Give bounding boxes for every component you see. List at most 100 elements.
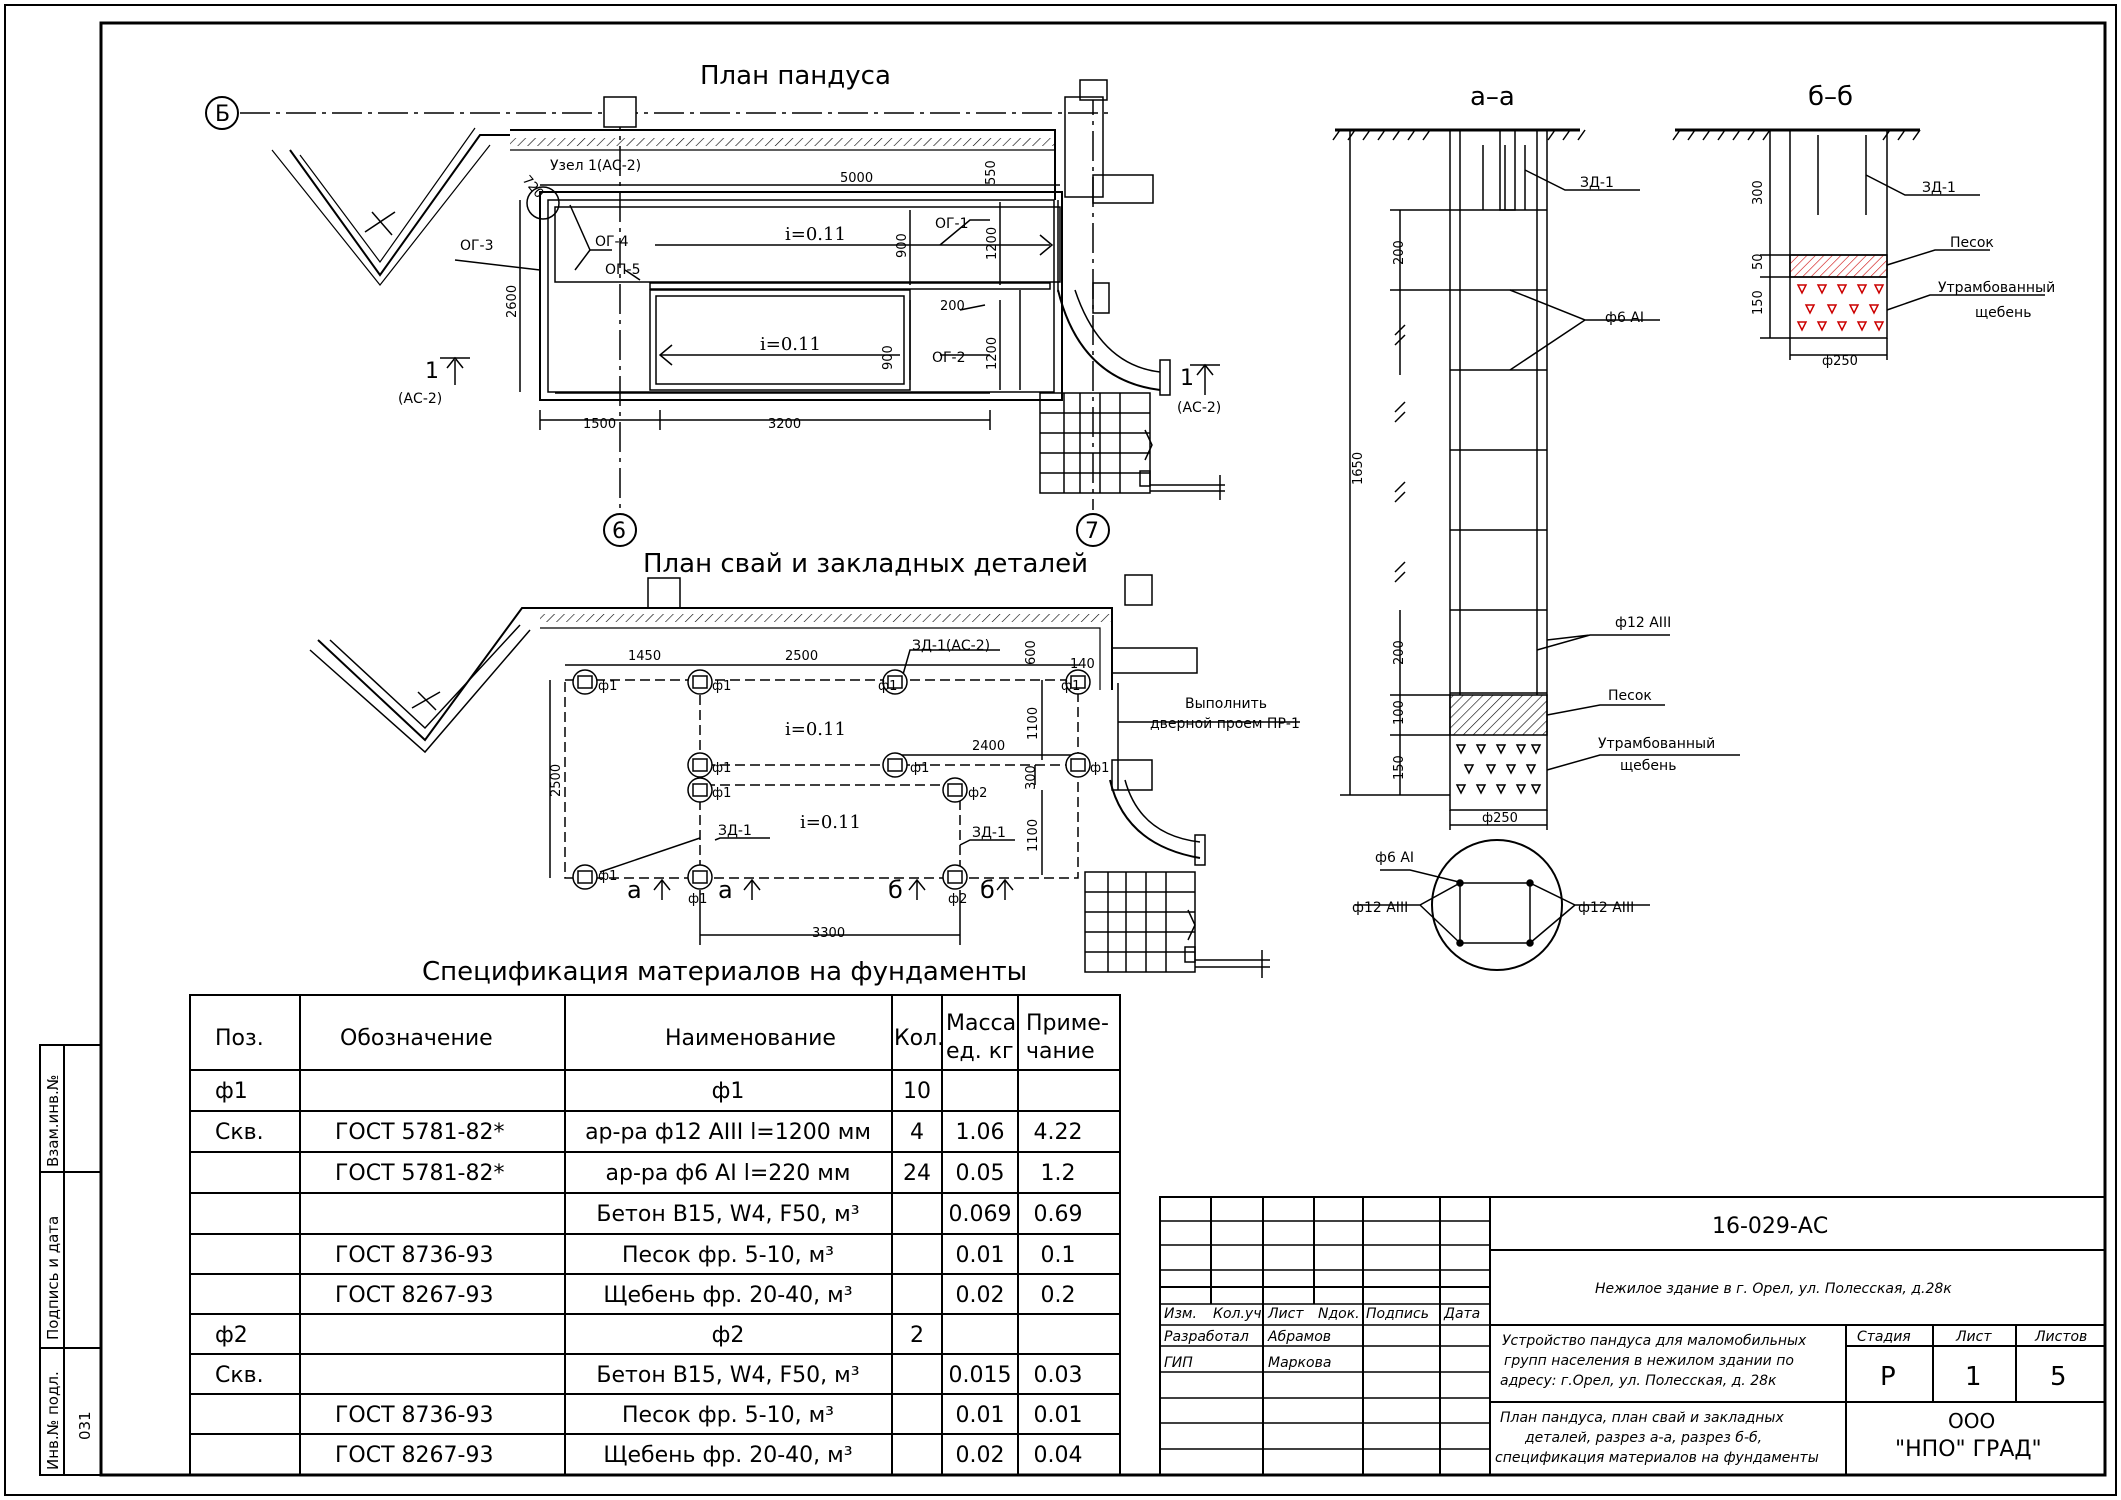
pdim-300: 300 — [1024, 765, 1039, 790]
spec-cell-mass: 0.069 — [949, 1202, 1012, 1227]
cs-phi6: ф6 AI — [1375, 850, 1414, 866]
spec-title: Спецификация материалов на фундаменты — [422, 957, 1027, 987]
spec-cell-mass: 0.015 — [949, 1363, 1012, 1388]
section-bb-title: б–б — [1808, 82, 1853, 112]
spec-cell-pos: ф1 — [215, 1079, 248, 1104]
tb-developed-name: Абрамов — [1267, 1329, 1331, 1345]
spec-cell-qty: 24 — [903, 1161, 931, 1186]
door-note-2: дверной проем ПР-1 — [1150, 716, 1300, 732]
spec-cell-name: ар-ра ф12 AIII l=1200 мм — [585, 1120, 871, 1145]
cut-right: 1 — [1180, 366, 1194, 391]
tb-col-data: Дата — [1443, 1306, 1480, 1322]
spec-cell-mass: 0.02 — [956, 1443, 1005, 1468]
zd1-top: ЗД-1(АС-2) — [912, 638, 990, 654]
tb-sheets-h: Листов — [2034, 1329, 2087, 1345]
pdim-2500b: 2500 — [549, 764, 564, 797]
spec-cell-designation: ГОСТ 5781-82* — [335, 1120, 504, 1145]
aa-phi6: ф6 AI — [1605, 310, 1644, 326]
cut-left-ref: (АС-2) — [398, 391, 442, 407]
cut-a-2: а — [718, 876, 733, 904]
dim-2600: 2600 — [505, 285, 520, 318]
axis-b-label: Б — [215, 102, 230, 127]
tb-contents-3: спецификация материалов на фундаменты — [1495, 1450, 1819, 1466]
pdim-140: 140 — [1070, 657, 1095, 672]
spec-cell-name: ар-ра ф6 AI l=220 мм — [606, 1161, 851, 1186]
spec-h-mass2: ед. кг — [946, 1039, 1014, 1064]
dim-550: 550 — [984, 160, 999, 185]
aa-gravel-2: щебень — [1620, 758, 1676, 774]
spec-cell-designation: ГОСТ 8267-93 — [335, 1443, 493, 1468]
tb-developed-role: Разработал — [1164, 1329, 1249, 1345]
phi1-m1: ф1 — [712, 761, 731, 776]
side-vzam: Взам.инв.№ — [44, 1075, 62, 1167]
cs-phi12-l: ф12 AIII — [1352, 900, 1408, 916]
tb-contents-2: деталей, разрез а-а, разрез б-б, — [1524, 1430, 1762, 1446]
cut-b-2: б — [980, 876, 995, 904]
spec-h-pos: Поз. — [215, 1026, 264, 1051]
dim-1500: 1500 — [583, 417, 616, 432]
spec-h-note1: Приме- — [1026, 1011, 1109, 1036]
cs-phi12-r: ф12 AIII — [1578, 900, 1634, 916]
pdim-2500a: 2500 — [785, 649, 818, 664]
spec-cell-note: 0.69 — [1034, 1202, 1083, 1227]
bb-gravel-2: щебень — [1975, 305, 2031, 321]
tb-col-list: Лист — [1267, 1306, 1304, 1322]
outer-frame — [4, 4, 2117, 1496]
tb-object: Нежилое здание в г. Орел, ул. Полесская,… — [1595, 1281, 1952, 1297]
spec-cell-designation: ГОСТ 5781-82* — [335, 1161, 504, 1186]
spec-cell-note: 1.2 — [1041, 1161, 1076, 1186]
dim-5000: 5000 — [840, 171, 873, 186]
bb-dim-300: 300 — [1751, 180, 1766, 205]
tb-col-kol: Кол.уч. — [1213, 1306, 1266, 1322]
phi1-tm: ф1 — [712, 679, 731, 694]
aa-dim-150: 150 — [1392, 755, 1407, 780]
axis-6-bubble — [603, 513, 637, 547]
aa-dim-200b: 200 — [1392, 640, 1407, 665]
spec-cell-mass: 0.05 — [956, 1161, 1005, 1186]
og5-label: ОП-5 — [605, 262, 641, 278]
aa-dim-1650: 1650 — [1351, 452, 1366, 485]
spec-cell-note: 0.04 — [1034, 1443, 1083, 1468]
tb-stage-h: Стадия — [1857, 1329, 1911, 1345]
slope-1: i=0.11 — [785, 224, 846, 245]
door-note-1: Выполнить — [1185, 696, 1267, 712]
pile-markers — [572, 669, 1091, 890]
spec-cell-mass: 0.02 — [956, 1283, 1005, 1308]
dim-1200a: 1200 — [985, 227, 1000, 260]
spec-cell-note: 0.03 — [1034, 1363, 1083, 1388]
bb-sand: Песок — [1950, 235, 1994, 251]
phi1-m2: ф1 — [712, 786, 731, 801]
pdim-1450: 1450 — [628, 649, 661, 664]
tb-project-1: Устройство пандуса для маломобильных — [1502, 1333, 1807, 1349]
spec-cell-note: 0.01 — [1034, 1403, 1083, 1428]
spec-cell-name: Бетон В15, W4, F50, м³ — [596, 1202, 859, 1227]
ramp-plan — [240, 79, 1225, 510]
tb-org-1: ООО — [1948, 1409, 1995, 1433]
title-block-grid — [1159, 1196, 2106, 1476]
dim-720: 720 — [519, 173, 546, 202]
ramp-plan-title: План пандуса — [700, 61, 891, 91]
spec-cell-note: 4.22 — [1034, 1120, 1083, 1145]
bb-diam: ф250 — [1822, 354, 1858, 369]
aa-zd1: ЗД-1 — [1580, 175, 1614, 191]
spec-cell-designation: ГОСТ 8267-93 — [335, 1283, 493, 1308]
spec-cell-name: ф2 — [712, 1323, 745, 1348]
phi1-bm: ф1 — [688, 892, 707, 907]
phi2-m: ф2 — [968, 786, 987, 801]
aa-sand: Песок — [1608, 688, 1652, 704]
aa-dim-200a: 200 — [1392, 240, 1407, 265]
dim-200: 200 — [940, 299, 965, 314]
tb-col-ndok: Nдок. — [1318, 1306, 1360, 1322]
side-podpis: Подпись и дата — [44, 1216, 62, 1340]
phi2-b: ф2 — [948, 892, 967, 907]
pdim-1100a: 1100 — [1026, 707, 1041, 740]
spec-table-grid — [189, 994, 1121, 1476]
spec-cell-mass: 0.01 — [956, 1403, 1005, 1428]
spec-cell-name: Песок фр. 5-10, м³ — [622, 1243, 834, 1268]
side-inv: Инв.№ подл. — [44, 1371, 62, 1470]
og4-label: ОГ-4 — [595, 234, 629, 250]
spec-cell-pos: Скв. — [215, 1120, 264, 1145]
axis-7-bubble — [1076, 513, 1110, 547]
